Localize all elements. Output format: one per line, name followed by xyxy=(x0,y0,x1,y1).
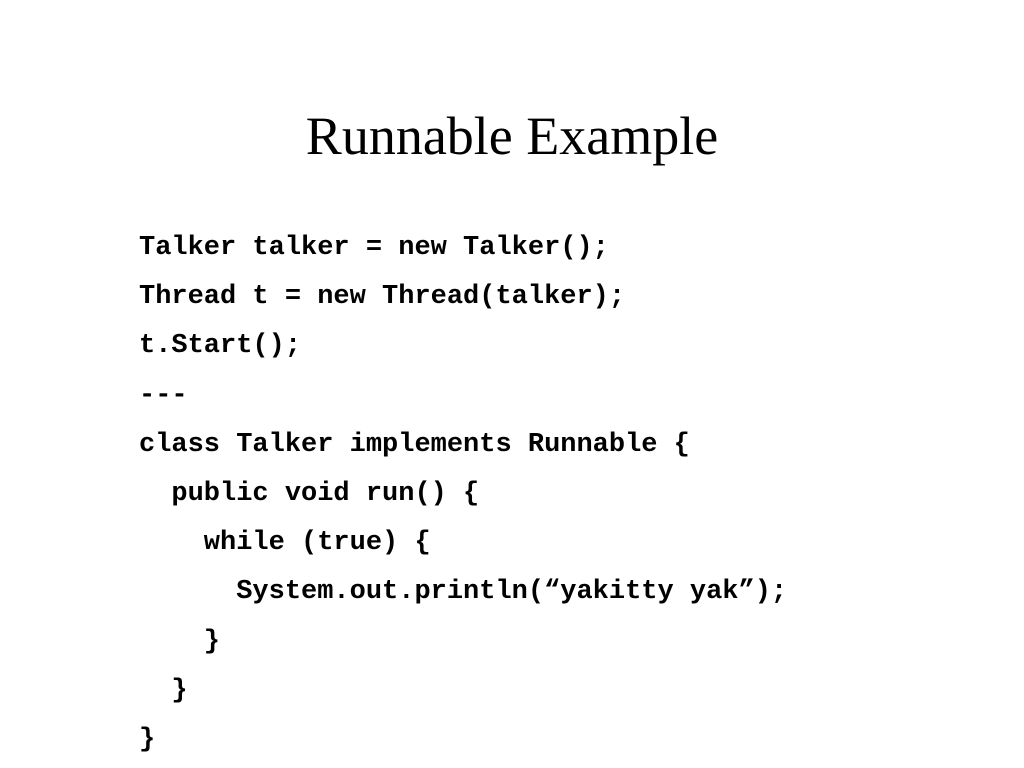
code-block: Talker talker = new Talker(); Thread t =… xyxy=(139,226,787,767)
code-line: } xyxy=(139,675,188,706)
slide-title: Runnable Example xyxy=(305,106,719,166)
code-line: t.Start(); xyxy=(139,331,302,362)
code-line: } xyxy=(139,626,221,657)
code-line: Thread t = new Thread(talker); xyxy=(139,282,626,313)
code-line: class Talker implements Runnable { xyxy=(139,429,690,460)
code-line: while (true) { xyxy=(139,528,431,559)
code-line: System.out.println(“yakitty yak”); xyxy=(139,577,788,608)
code-line: public void run() { xyxy=(139,478,480,509)
code-line: --- xyxy=(139,380,188,411)
code-line: Talker talker = new Talker(); xyxy=(139,233,609,263)
code-line: } xyxy=(139,724,156,755)
